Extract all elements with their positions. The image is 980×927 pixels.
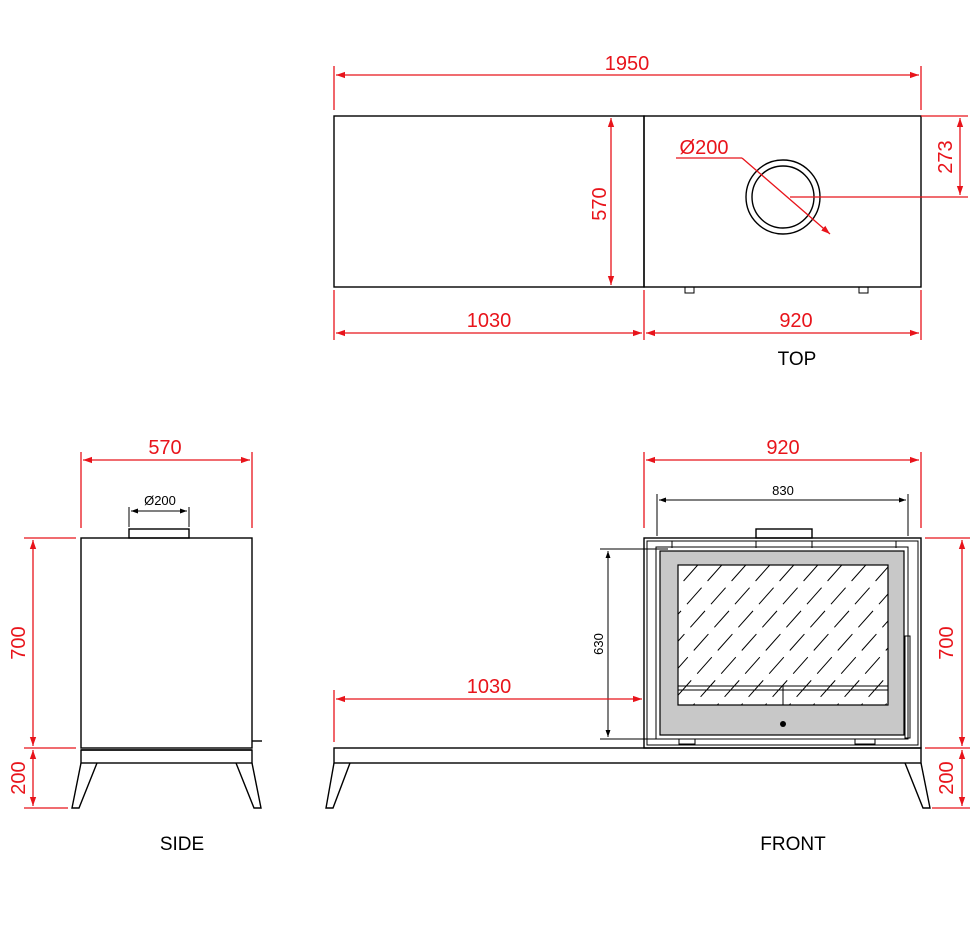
front-vent-right xyxy=(854,738,876,745)
dim-front-glass-height: 630 xyxy=(591,633,606,655)
dim-top-stove-width: 920 xyxy=(779,310,812,332)
dim-top-flue-diameter: Ø200 xyxy=(680,137,729,159)
dim-side-flue-diameter: Ø200 xyxy=(144,493,176,508)
dim-top-bench-width: 1030 xyxy=(467,310,512,332)
top-foot-left xyxy=(684,286,695,294)
top-stove-outline xyxy=(643,115,922,288)
front-door-handle xyxy=(904,635,911,739)
front-door-knob xyxy=(780,721,786,727)
side-bench-top xyxy=(80,749,253,764)
dim-front-inner-width: 830 xyxy=(772,483,794,498)
dim-front-stove-height: 700 xyxy=(936,626,958,659)
side-view: 570 Ø200 700 200 SIDE xyxy=(8,437,262,855)
dim-top-total-width: 1950 xyxy=(605,53,650,75)
front-stove-body xyxy=(643,537,922,749)
dim-front-leg-height: 200 xyxy=(936,761,958,794)
side-leg-left xyxy=(71,762,98,809)
front-bench-top xyxy=(333,747,922,764)
side-flue-collar xyxy=(128,528,190,539)
dim-side-leg-height: 200 xyxy=(8,761,30,794)
front-glass xyxy=(677,564,889,706)
dim-top-flue-offset: 273 xyxy=(935,140,957,173)
top-view: 1950 570 Ø200 273 1030 920 TOP xyxy=(333,53,968,370)
view-label-front: FRONT xyxy=(760,834,826,855)
view-label-top: TOP xyxy=(778,349,817,370)
side-leg-right xyxy=(235,762,262,809)
front-flue-collar xyxy=(755,528,813,539)
front-vent-left xyxy=(678,738,696,745)
front-view: 920 830 630 1030 700 200 FRONT xyxy=(325,437,970,855)
dim-top-depth: 570 xyxy=(589,187,611,220)
dim-front-stove-width: 920 xyxy=(766,437,799,459)
view-label-side: SIDE xyxy=(160,834,204,855)
front-leg-left xyxy=(325,762,351,809)
dim-front-bench-width: 1030 xyxy=(467,676,512,698)
dim-side-width: 570 xyxy=(148,437,181,459)
side-stove-body xyxy=(80,537,253,749)
dim-line-top-flue-diameter xyxy=(741,157,831,235)
dim-side-stove-height: 700 xyxy=(8,626,30,659)
front-leg-right xyxy=(904,762,931,809)
top-foot-right xyxy=(858,286,869,294)
